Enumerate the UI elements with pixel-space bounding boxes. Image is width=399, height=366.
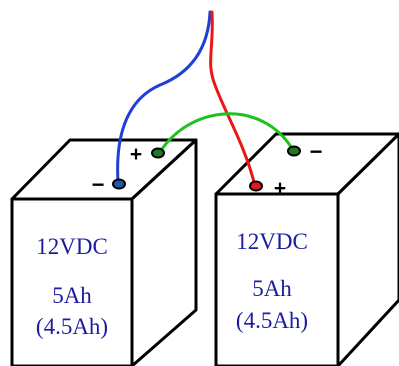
terminal-right-positive [249,180,263,192]
sign-right-positive: + [274,177,286,200]
battery-right-capacity: 5Ah [252,276,292,301]
battery-right-front-face [214,192,340,366]
battery-left-front-face [10,197,134,366]
terminal-left-negative [112,178,126,190]
battery-right-terminals: − + [249,139,323,200]
battery-right-capacity-note: (4.5Ah) [236,308,308,333]
battery-left-voltage: 12VDC [36,234,108,259]
battery-right-voltage: 12VDC [236,229,308,254]
battery-left-terminals: − + [92,143,165,197]
terminal-right-negative [287,145,301,157]
battery-right: 12VDC 5Ah (4.5Ah) [214,132,399,366]
battery-left-capacity: 5Ah [52,283,92,308]
wire-blue-negative [116,10,212,184]
battery-left-capacity-note: (4.5Ah) [36,314,108,339]
sign-right-negative: − [310,139,323,164]
battery-left: 12VDC 5Ah (4.5Ah) [10,138,198,366]
sign-left-positive: + [130,143,142,166]
sign-left-negative: − [92,172,105,197]
wire-green-link [158,112,295,154]
wire-red-positive [209,10,257,188]
terminal-left-positive [151,147,165,159]
